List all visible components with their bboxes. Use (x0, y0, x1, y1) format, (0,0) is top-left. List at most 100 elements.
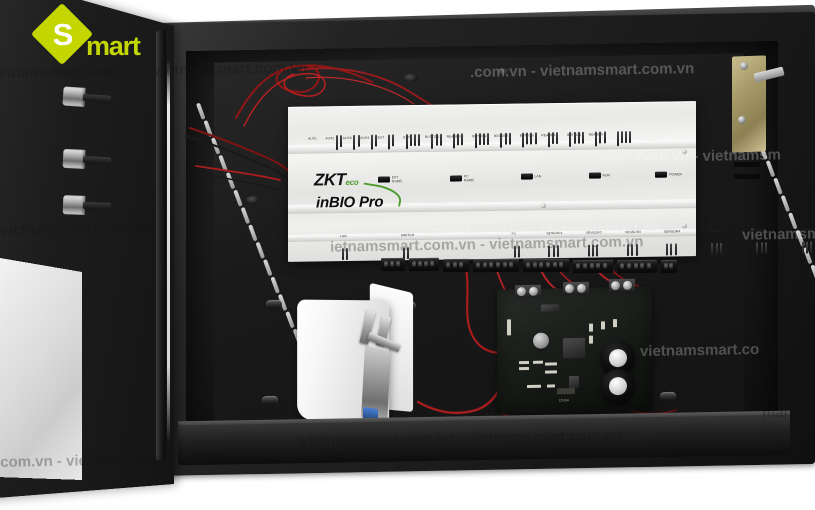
terminal-label: BUTTON (472, 134, 487, 139)
screw-terminal-block (661, 260, 677, 274)
terminal-hole (647, 262, 652, 269)
led-label: LAN (535, 174, 542, 178)
terminal-pin (635, 243, 638, 256)
terminal-pin (388, 134, 391, 150)
led-lamp-icon (655, 171, 668, 178)
terminal-pin (487, 133, 490, 146)
terminal-label: SENSOR4 (664, 229, 681, 234)
led-lamp-icon (449, 175, 462, 182)
psu-screw-terminal (563, 281, 589, 296)
screw-terminal-block (523, 259, 569, 273)
psu-smd (557, 387, 575, 395)
terminal-label: PC (511, 231, 517, 236)
terminal-pin (513, 245, 516, 258)
terminal-hole (596, 262, 601, 269)
terminal-label: AUX1 (308, 136, 317, 141)
terminal-pin (666, 243, 668, 256)
door-highlight (167, 59, 170, 443)
terminal-label: BUTTON (425, 134, 439, 139)
psu-marking-label: 12V/5A (559, 398, 569, 403)
terminal-pin (631, 244, 634, 257)
psu-component (569, 375, 579, 389)
terminal-label: AUX3 (342, 135, 352, 141)
lock-strike-bar (734, 162, 760, 167)
terminal-pin (760, 242, 763, 255)
terminal-label: SENSOR3 (624, 229, 642, 235)
terminal-pin (670, 243, 673, 256)
lock-screw (738, 116, 746, 124)
terminal-label: AUX2 (325, 136, 335, 141)
terminal-pin (518, 245, 520, 258)
hinge-pin-shaft (82, 155, 112, 165)
hinge-pin (62, 195, 112, 216)
board-screw (682, 149, 687, 155)
hinge-pin (62, 86, 112, 108)
terminal-label: READER (541, 133, 556, 138)
terminal-hole (384, 261, 388, 268)
terminal-label: BUTTON (567, 132, 582, 137)
terminal-pin (801, 241, 804, 254)
psu-screw-terminal (515, 284, 541, 299)
terminal-hole (539, 262, 544, 269)
terminal-hole (589, 262, 594, 269)
terminal-pin (370, 134, 373, 150)
led-indicator: POWER (655, 171, 682, 178)
terminal-pin (508, 132, 511, 145)
terminal-hole (476, 262, 480, 269)
led-label: POWER (669, 172, 682, 176)
led-label-line1: LAN (534, 174, 542, 179)
terminal-pin (556, 132, 559, 145)
terminal-pin (626, 244, 629, 257)
psu-screw-terminal (609, 278, 635, 293)
terminal-hole (496, 261, 500, 269)
vietnamsmart-logo: S VIỆT NAM mart (22, 2, 207, 66)
terminal-hole (452, 261, 457, 268)
screw-terminal-block (381, 257, 405, 272)
terminal-pin (414, 134, 416, 147)
psu-smd (519, 360, 529, 365)
screw-terminal-block (473, 258, 519, 273)
psu-smd (547, 384, 555, 388)
terminal-pin (621, 131, 623, 144)
psu-smd (527, 384, 541, 388)
logo-line-mart: mart (86, 31, 141, 61)
terminal-hole (526, 262, 530, 269)
enclosure-lock-assembly[interactable] (726, 55, 788, 179)
mounting-stud (266, 299, 282, 310)
lock-screw (740, 62, 748, 70)
hinge-pin (62, 148, 112, 170)
terminal-label: EXIT (403, 135, 412, 140)
terminal-pin (625, 131, 628, 144)
mounting-stud (262, 395, 278, 406)
terminal-label: READER (494, 133, 509, 138)
terminal-pin (587, 244, 590, 257)
terminal-hole (552, 262, 557, 269)
logo-s-letter: S (52, 17, 74, 52)
psu-smd (507, 319, 511, 336)
led-indicator: LAN (520, 173, 542, 180)
terminal-label: LAN (340, 234, 347, 239)
terminal-pin (715, 242, 718, 255)
terminal-label: AUX4 (360, 135, 370, 140)
terminal-pin (342, 248, 344, 261)
terminal-hole (559, 262, 564, 269)
terminal-hole (446, 261, 450, 268)
terminal-label: READER (446, 134, 461, 139)
led-lamp-icon (588, 172, 601, 179)
terminal-pin (765, 242, 768, 255)
terminal-hole (664, 263, 668, 270)
psu-smd (533, 360, 543, 364)
terminal-pin (582, 131, 584, 144)
led-label: RUN (603, 173, 610, 177)
terminal-hole (633, 263, 638, 270)
cable-knockout (404, 74, 418, 82)
psu-smd (589, 335, 593, 344)
psu-smd (545, 370, 557, 374)
led-lamp-icon (520, 173, 533, 180)
terminal-hole (669, 263, 673, 270)
terminal-hole (396, 260, 400, 267)
terminal-label: SENSOR2 (585, 230, 602, 235)
terminal-hole (603, 262, 608, 269)
